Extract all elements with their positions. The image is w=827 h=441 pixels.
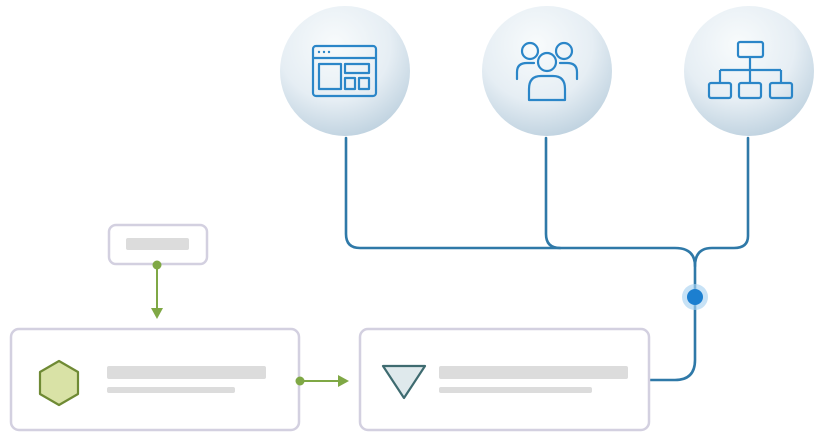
connector-lines [344,136,750,382]
user-group-icon [515,41,579,102]
connector-from-browser [344,136,697,382]
left-card[interactable] [9,327,301,432]
browser-bubble[interactable] [280,6,410,136]
connector-from-users [544,136,562,250]
right-card-subtitle-bar [439,387,592,393]
browser-window-icon [311,44,378,98]
connector-from-hierarchy [693,136,750,268]
triangle-down-icon [381,364,427,400]
left-card-subtitle-bar [107,387,235,393]
hierarchy-bubble[interactable] [684,6,814,136]
left-card-title-bar [107,366,266,379]
tag-placeholder-bar [126,238,189,250]
green-arrow-right [295,375,349,387]
right-card[interactable] [358,327,651,432]
org-hierarchy-icon [707,40,794,100]
junction-node [682,284,708,310]
green-arrow-down [151,260,163,319]
small-tag-node[interactable] [107,223,209,266]
hexagon-icon [38,359,80,407]
users-bubble[interactable] [482,6,612,136]
right-card-title-bar [439,366,628,379]
